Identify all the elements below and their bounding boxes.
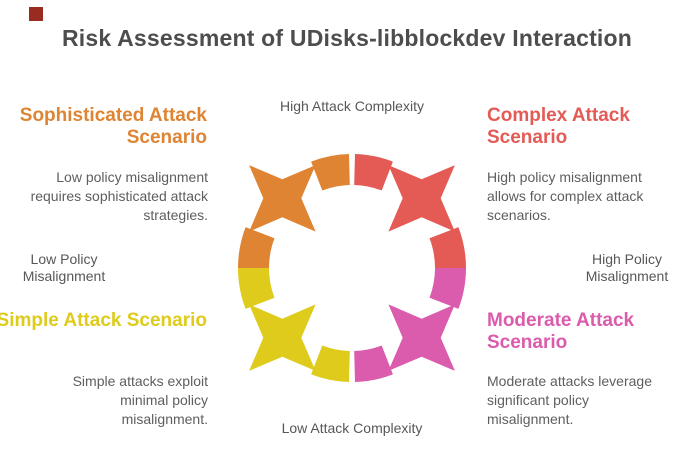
cycle-segment-path xyxy=(249,165,316,232)
cycle-segment-top-right xyxy=(354,154,466,268)
cycle-segment-bottom-right xyxy=(354,268,466,382)
cycle-segment-path xyxy=(311,154,350,191)
quadrant-title-moderate-attack: Moderate Attack Scenario xyxy=(487,310,635,353)
axis-label-high-policy-misalignment: High Policy Misalignment xyxy=(585,251,669,284)
quadrant-title-complex-attack: Complex Attack Scenario xyxy=(487,105,630,148)
cycle-segment-path xyxy=(354,345,393,382)
quadrant-description-sophisticated-attack: Low policy misalignment requires sophist… xyxy=(30,169,208,223)
cycle-segment-path xyxy=(429,268,466,309)
cycle-segment-bottom-left xyxy=(238,268,350,382)
quadrant-description-complex-attack: High policy misalignment allows for comp… xyxy=(487,169,644,223)
cycle-segment-top-left xyxy=(238,154,350,268)
corner-accent-square xyxy=(29,7,43,21)
cycle-segment-path xyxy=(388,304,455,371)
quadrant-description-moderate-attack: Moderate attacks leverage significant po… xyxy=(487,373,652,427)
cycle-segment-path xyxy=(238,227,275,268)
axis-label-low-policy-misalignment: Low Policy Misalignment xyxy=(22,251,106,284)
cycle-segment-path xyxy=(249,304,316,371)
cycle-segment-path xyxy=(311,345,350,382)
cycle-segment-path xyxy=(354,154,393,191)
cycle-segment-path xyxy=(238,268,275,309)
cycle-segment-path xyxy=(388,165,455,232)
axis-label-high-attack-complexity: High Attack Complexity xyxy=(280,98,424,114)
page-title: Risk Assessment of UDisks-libblockdev In… xyxy=(61,25,633,51)
axis-label-low-attack-complexity: Low Attack Complexity xyxy=(281,420,423,436)
quadrant-title-sophisticated-attack: Sophisticated Attack Scenario xyxy=(19,105,207,148)
quadrant-title-simple-attack: Simple Attack Scenario xyxy=(0,310,207,331)
cycle-segment-path xyxy=(429,227,466,268)
quadrant-description-simple-attack: Simple attacks exploit minimal policy mi… xyxy=(72,373,208,427)
